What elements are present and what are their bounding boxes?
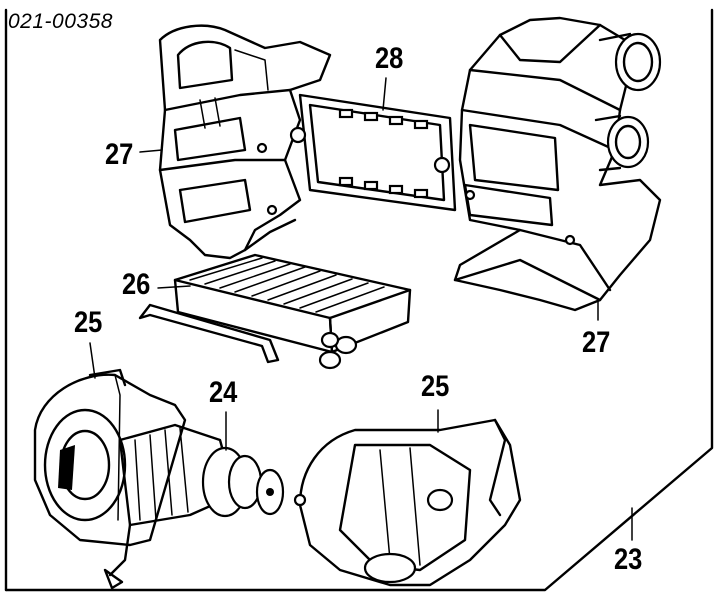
leader-27-left <box>139 149 163 153</box>
diagram-id: 021-00358 <box>8 10 113 33</box>
left-blower-housing <box>33 368 187 547</box>
callout-25-left: 25 <box>74 306 103 339</box>
callout-25-right: 25 <box>421 370 450 403</box>
callout-27-right: 27 <box>582 326 611 359</box>
callout-26: 26 <box>122 268 151 301</box>
leader-28 <box>382 77 387 111</box>
callout-23: 23 <box>614 543 643 576</box>
leader-lines <box>89 77 633 541</box>
leader-25-left <box>89 342 96 379</box>
right-blower-housing <box>293 418 522 587</box>
heater-core-26 <box>138 253 412 370</box>
right-heater-case <box>453 16 662 312</box>
diagram-frame <box>4 8 714 592</box>
center-plate-28 <box>289 93 457 212</box>
callout-24: 24 <box>209 376 238 409</box>
callout-27-left: 27 <box>105 138 134 171</box>
blower-motor-24 <box>103 423 285 590</box>
left-heater-case <box>158 24 332 260</box>
callout-28: 28 <box>375 42 404 75</box>
leader-26 <box>157 285 191 289</box>
